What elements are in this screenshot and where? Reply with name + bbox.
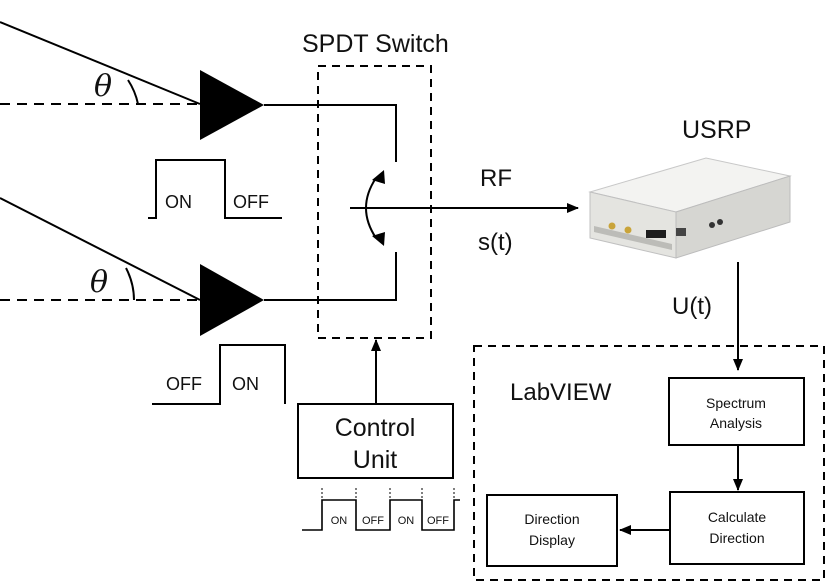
off-on-waveform <box>152 344 286 405</box>
control-unit: Control Unit ON OFF ON OFF <box>297 339 460 531</box>
control-unit-box <box>297 403 454 479</box>
control-unit-line1: Control <box>335 414 416 442</box>
labview-label: LabVIEW <box>510 379 612 406</box>
state-label-on: ON <box>232 374 259 394</box>
control-pulse-train: ON OFF ON OFF <box>302 488 460 531</box>
rf-label: RF <box>480 165 512 192</box>
angle-arc <box>125 267 135 301</box>
switch-boundary <box>317 65 432 339</box>
state-label-off: OFF <box>166 374 202 394</box>
state-label-off: OFF <box>233 192 269 212</box>
angle-arc <box>127 79 139 105</box>
amplifier-triangle-icon <box>200 70 264 140</box>
spectrum-analysis-line1: Spectrum <box>706 395 766 411</box>
labview-block: LabVIEW Spectrum Analysis Calculate Dire… <box>473 345 825 581</box>
pulse-label: OFF <box>362 515 384 527</box>
on-off-waveform <box>148 159 282 219</box>
incident-wave-line <box>0 21 201 105</box>
incident-wave-line <box>0 197 201 301</box>
spectrum-analysis-box <box>668 377 805 446</box>
antenna-1: θ ON OFF <box>0 21 397 219</box>
calculate-direction-line1: Calculate <box>708 509 767 525</box>
toggle-arrow-up-icon <box>372 170 385 184</box>
calculate-direction-line2: Direction <box>709 530 764 546</box>
angle-theta-label: θ <box>94 69 112 104</box>
signal-st-label: s(t) <box>478 229 513 256</box>
usrp-label: USRP <box>682 116 751 144</box>
amplifier-triangle-icon <box>200 264 264 336</box>
pulse-label: ON <box>331 515 348 527</box>
pulse-label: ON <box>398 515 415 527</box>
ut-label: U(t) <box>672 293 712 320</box>
direction-display-box <box>486 494 618 567</box>
spectrum-analysis-line2: Analysis <box>710 415 762 431</box>
direction-display-line2: Display <box>529 532 575 548</box>
labview-boundary <box>473 345 825 581</box>
spdt-switch: SPDT Switch RF s(t) <box>302 30 579 339</box>
antenna-2: θ OFF ON <box>0 197 397 405</box>
state-label-on: ON <box>165 192 192 212</box>
spdt-switch-label: SPDT Switch <box>302 30 449 58</box>
switch-input-1-line <box>264 104 397 162</box>
control-unit-line2: Unit <box>353 446 398 474</box>
direction-display-line1: Direction <box>524 511 579 527</box>
angle-theta-label: θ <box>90 265 108 300</box>
calculate-direction-box <box>669 491 805 565</box>
pulse-label: OFF <box>427 515 449 527</box>
switch-input-2-line <box>264 252 397 301</box>
usrp-device-icon <box>588 157 792 259</box>
usrp-device: USRP U(t) <box>588 116 792 371</box>
toggle-arrow-down-icon <box>372 232 385 246</box>
